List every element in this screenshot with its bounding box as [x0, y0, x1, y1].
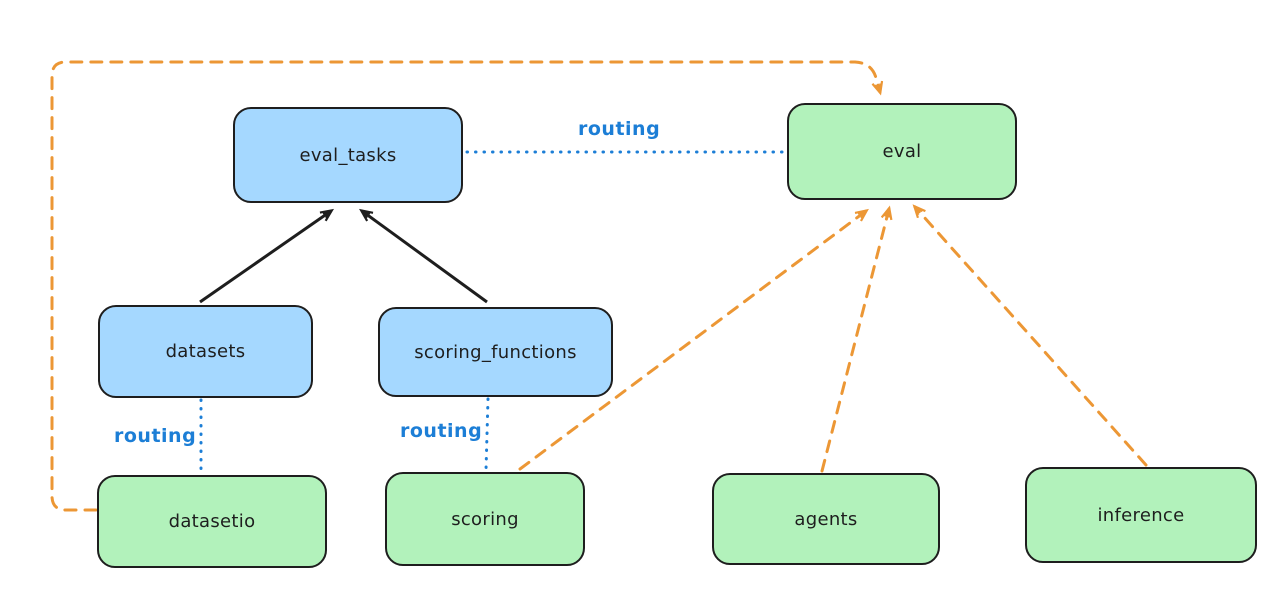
- node-eval_tasks: eval_tasks: [233, 107, 463, 203]
- edge-inference-to-eval: [912, 204, 1148, 467]
- edge-label-routing-scoring_functions-scoring: routing: [400, 420, 483, 442]
- edge-label-routing-datasets-datasetio: routing: [114, 425, 197, 447]
- node-eval: eval: [787, 103, 1017, 200]
- edge-agents-to-eval: [820, 205, 893, 473]
- node-agents-label: agents: [794, 508, 858, 530]
- edge-scoring-to-eval: [518, 208, 869, 471]
- edge-datasets-to-eval_tasks: [199, 208, 335, 304]
- edge-scoring_functions-to-scoring-routing: [484, 397, 490, 472]
- node-scoring-label: scoring: [451, 508, 519, 530]
- node-inference-label: inference: [1097, 504, 1185, 526]
- node-scoring: scoring: [385, 472, 585, 566]
- node-inference: inference: [1025, 467, 1257, 563]
- node-datasets-label: datasets: [165, 341, 246, 362]
- node-eval-label: eval: [882, 141, 922, 162]
- node-scoring_functions-label: scoring_functions: [414, 341, 577, 363]
- node-datasetio-label: datasetio: [168, 511, 256, 532]
- node-datasets: datasets: [98, 305, 313, 398]
- edge-datasetio-to-eval: [50, 60, 884, 512]
- node-eval_tasks-label: eval_tasks: [299, 144, 397, 166]
- edge-label-routing-eval_tasks-eval: routing: [578, 118, 661, 140]
- edge-scoring_functions-to-eval_tasks: [359, 208, 488, 304]
- node-agents: agents: [712, 473, 940, 565]
- node-scoring_functions: scoring_functions: [378, 307, 613, 397]
- node-datasetio: datasetio: [97, 475, 327, 568]
